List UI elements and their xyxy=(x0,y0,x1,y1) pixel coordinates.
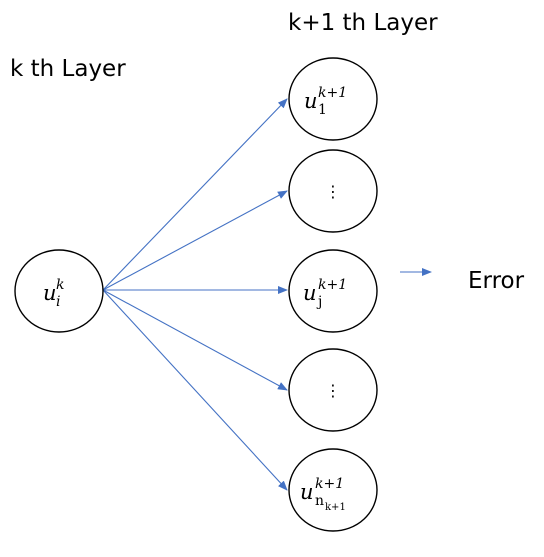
target-node-4-ellipsis: ⋮ xyxy=(325,381,341,400)
target-node-1-subscript: 1 xyxy=(318,102,327,118)
target-node-3-superscript: k+1 xyxy=(318,277,347,293)
svg-text:i: i xyxy=(56,294,60,310)
svg-text:k: k xyxy=(56,277,64,293)
target-node-3-subscript: j xyxy=(316,294,322,310)
target-node-5-base: u xyxy=(300,480,314,504)
error-label: Error xyxy=(468,268,525,294)
target-node-3-base: u xyxy=(303,281,317,305)
target-node-5-subsubscript: k+1 xyxy=(325,502,346,513)
source-node-superscript: k xyxy=(56,277,64,293)
edge-to-node-1 xyxy=(102,98,288,291)
edges xyxy=(102,98,288,491)
source-node: u k i xyxy=(14,249,104,333)
source-node-base: u xyxy=(43,281,57,305)
target-layer-title: k+1 th Layer xyxy=(288,10,438,36)
target-node-5-subscript: n xyxy=(315,493,324,509)
source-layer-title: k th Layer xyxy=(10,56,126,82)
target-node-5-superscript: k+1 xyxy=(315,476,344,492)
svg-text:u: u xyxy=(43,281,57,305)
source-node-subscript: i xyxy=(56,294,60,310)
edge-to-node-4 xyxy=(102,289,288,391)
edge-to-node-5 xyxy=(102,289,288,491)
target-node-1-base: u xyxy=(304,89,318,113)
target-node-2-ellipsis: ⋮ xyxy=(325,182,341,201)
target-node-2: ⋮ xyxy=(288,149,378,233)
target-node-1-superscript: k+1 xyxy=(318,85,347,101)
target-node-5: u k+1 n k+1 xyxy=(288,448,378,532)
target-node-1: u k+1 1 xyxy=(288,57,378,141)
target-node-3: u k+1 j xyxy=(288,249,378,333)
edge-to-node-2 xyxy=(102,190,288,291)
target-node-4: ⋮ xyxy=(288,348,378,432)
